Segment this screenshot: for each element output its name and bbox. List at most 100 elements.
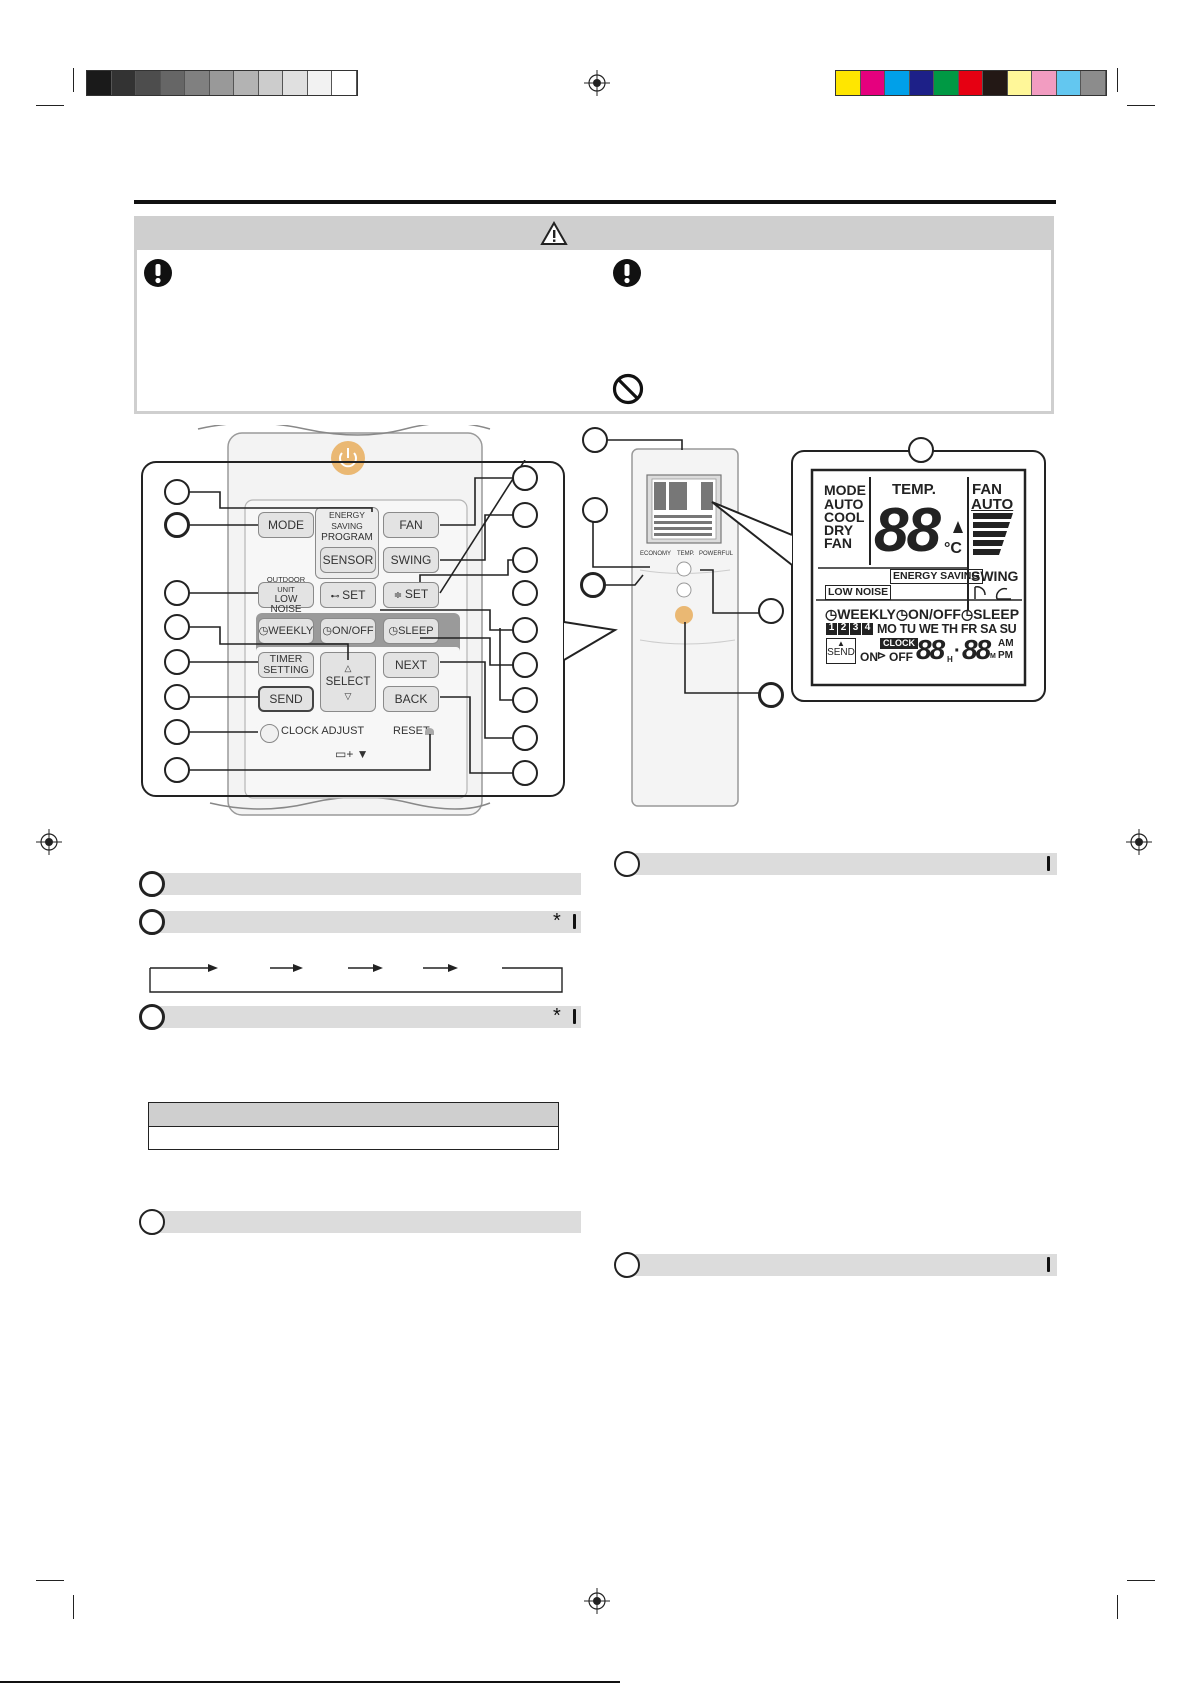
lcd-on: ON: [860, 650, 878, 664]
lcd-program-number: 4: [862, 623, 873, 635]
registration-mark-top: [584, 70, 610, 96]
callout-circle: [580, 572, 606, 598]
reset-hole[interactable]: [425, 728, 434, 735]
color-swatch: [234, 71, 259, 95]
lcd-clock: CLOCK: [880, 638, 918, 649]
section-number-circle: [614, 1252, 640, 1278]
header-rule: [134, 200, 1056, 204]
mandatory-icon-right: [613, 259, 641, 287]
callout-circle: [512, 725, 538, 751]
color-swatch: [332, 71, 357, 95]
swing-arrows-icon: [974, 586, 1011, 600]
callout-circle: [164, 684, 190, 710]
color-swatch: [958, 71, 983, 95]
callout-circle: [512, 760, 538, 786]
lcd-send: SEND: [827, 647, 855, 658]
caution-header: [134, 216, 1054, 250]
lcd-send-box: ▲ SEND: [826, 638, 856, 664]
set-left-button[interactable]: ⊷ SET: [320, 582, 376, 608]
fan-button[interactable]: FAN: [383, 512, 439, 538]
mode-button[interactable]: MODE: [258, 512, 314, 538]
lcd-temp-label: TEMP.: [892, 481, 936, 498]
grayscale-bar: [86, 70, 358, 96]
lcd-cool: COOL: [824, 509, 865, 525]
sleep-button[interactable]: ◷SLEEP: [383, 618, 439, 644]
color-swatch: [1032, 71, 1057, 95]
callout-circle: [164, 614, 190, 640]
callout-circle: [164, 757, 190, 783]
power-button-icon[interactable]: [330, 440, 366, 476]
lcd-program-number: 3: [850, 623, 861, 635]
lcd-swing: SWING: [971, 568, 1019, 584]
swing-button[interactable]: SWING: [383, 547, 439, 573]
bar-end-mark: [573, 914, 576, 929]
color-swatch: [885, 71, 910, 95]
temp-label: TEMP.: [677, 551, 695, 557]
asterisk-mark: *: [553, 910, 561, 932]
powerful-label: POWERFUL: [699, 551, 734, 557]
callout-circle: [512, 617, 538, 643]
select-button[interactable]: △SELECT▽: [320, 652, 376, 712]
fan-speed-bars-icon: [973, 513, 1013, 555]
arrow-up-icon: △: [344, 663, 352, 673]
clock-adjust-hole[interactable]: [260, 724, 279, 743]
section-bar: [152, 1006, 581, 1028]
color-swatch: [283, 71, 308, 95]
lcd-timer-row: ◷WEEKLY◷ON/OFF◷SLEEP: [825, 606, 1020, 622]
callout-circle: [164, 719, 190, 745]
color-swatch: [1007, 71, 1032, 95]
lcd-dry: DRY: [824, 522, 854, 538]
lcd-fan: FAN: [972, 481, 1002, 498]
lcd-m: M: [990, 653, 996, 660]
bar-end-mark: [1047, 856, 1050, 871]
color-swatch: [136, 71, 161, 95]
lcd-pm: PM: [998, 650, 1013, 661]
callout-circle: [164, 649, 190, 675]
callout-frame-left: [141, 461, 618, 797]
section-number-circle: [139, 871, 165, 897]
info-table-header: [149, 1103, 558, 1127]
lcd-mode: MODE: [824, 482, 866, 498]
lcd-colon: ·: [954, 640, 961, 662]
send-button[interactable]: SEND: [258, 686, 314, 712]
color-swatch: [836, 71, 861, 95]
lcd-am: AM: [998, 638, 1014, 649]
leader-lines-right: [592, 439, 770, 694]
color-bar: [835, 70, 1107, 96]
lcd-fan-mode: FAN: [824, 535, 852, 551]
section-number-circle: [139, 1004, 165, 1030]
next-button[interactable]: NEXT: [383, 652, 439, 678]
clock-icon: ◷: [895, 606, 909, 622]
set-right-button[interactable]: ≑ SET: [383, 582, 439, 608]
color-swatch: [983, 71, 1008, 95]
battery-icon: ▭+ ▼: [335, 747, 369, 761]
economy-label: ECONOMY: [640, 551, 672, 557]
callout-circle: [758, 682, 784, 708]
mode-cycle-diagram: [149, 964, 563, 993]
section-bar: [152, 911, 581, 933]
section-number-circle: [614, 851, 640, 877]
lcd-h: H: [947, 655, 953, 664]
color-swatch: [1081, 71, 1106, 95]
registration-mark-right: [1126, 829, 1152, 855]
section-bar: [152, 873, 581, 895]
color-swatch: [1056, 71, 1081, 95]
color-swatch: [185, 71, 210, 95]
clock-icon: ◷: [322, 625, 333, 637]
lcd-off: OFF: [889, 650, 913, 664]
section-bar: [625, 1254, 1057, 1276]
lcd-minutes: 88: [962, 634, 991, 665]
lcd-program-numbers: 1 2 3 4: [826, 623, 873, 635]
color-swatch: [209, 71, 234, 95]
lcd-program-number: 2: [838, 623, 849, 635]
lcd-temp-unit: °C: [944, 540, 962, 557]
clock-icon: ◷: [825, 606, 838, 622]
arrow-down-icon: ▽: [344, 691, 352, 701]
back-button[interactable]: BACK: [383, 686, 439, 712]
registration-mark-bottom: [584, 1588, 610, 1614]
sensor-button[interactable]: SENSOR: [320, 547, 376, 573]
bar-end-mark: [573, 1009, 576, 1024]
